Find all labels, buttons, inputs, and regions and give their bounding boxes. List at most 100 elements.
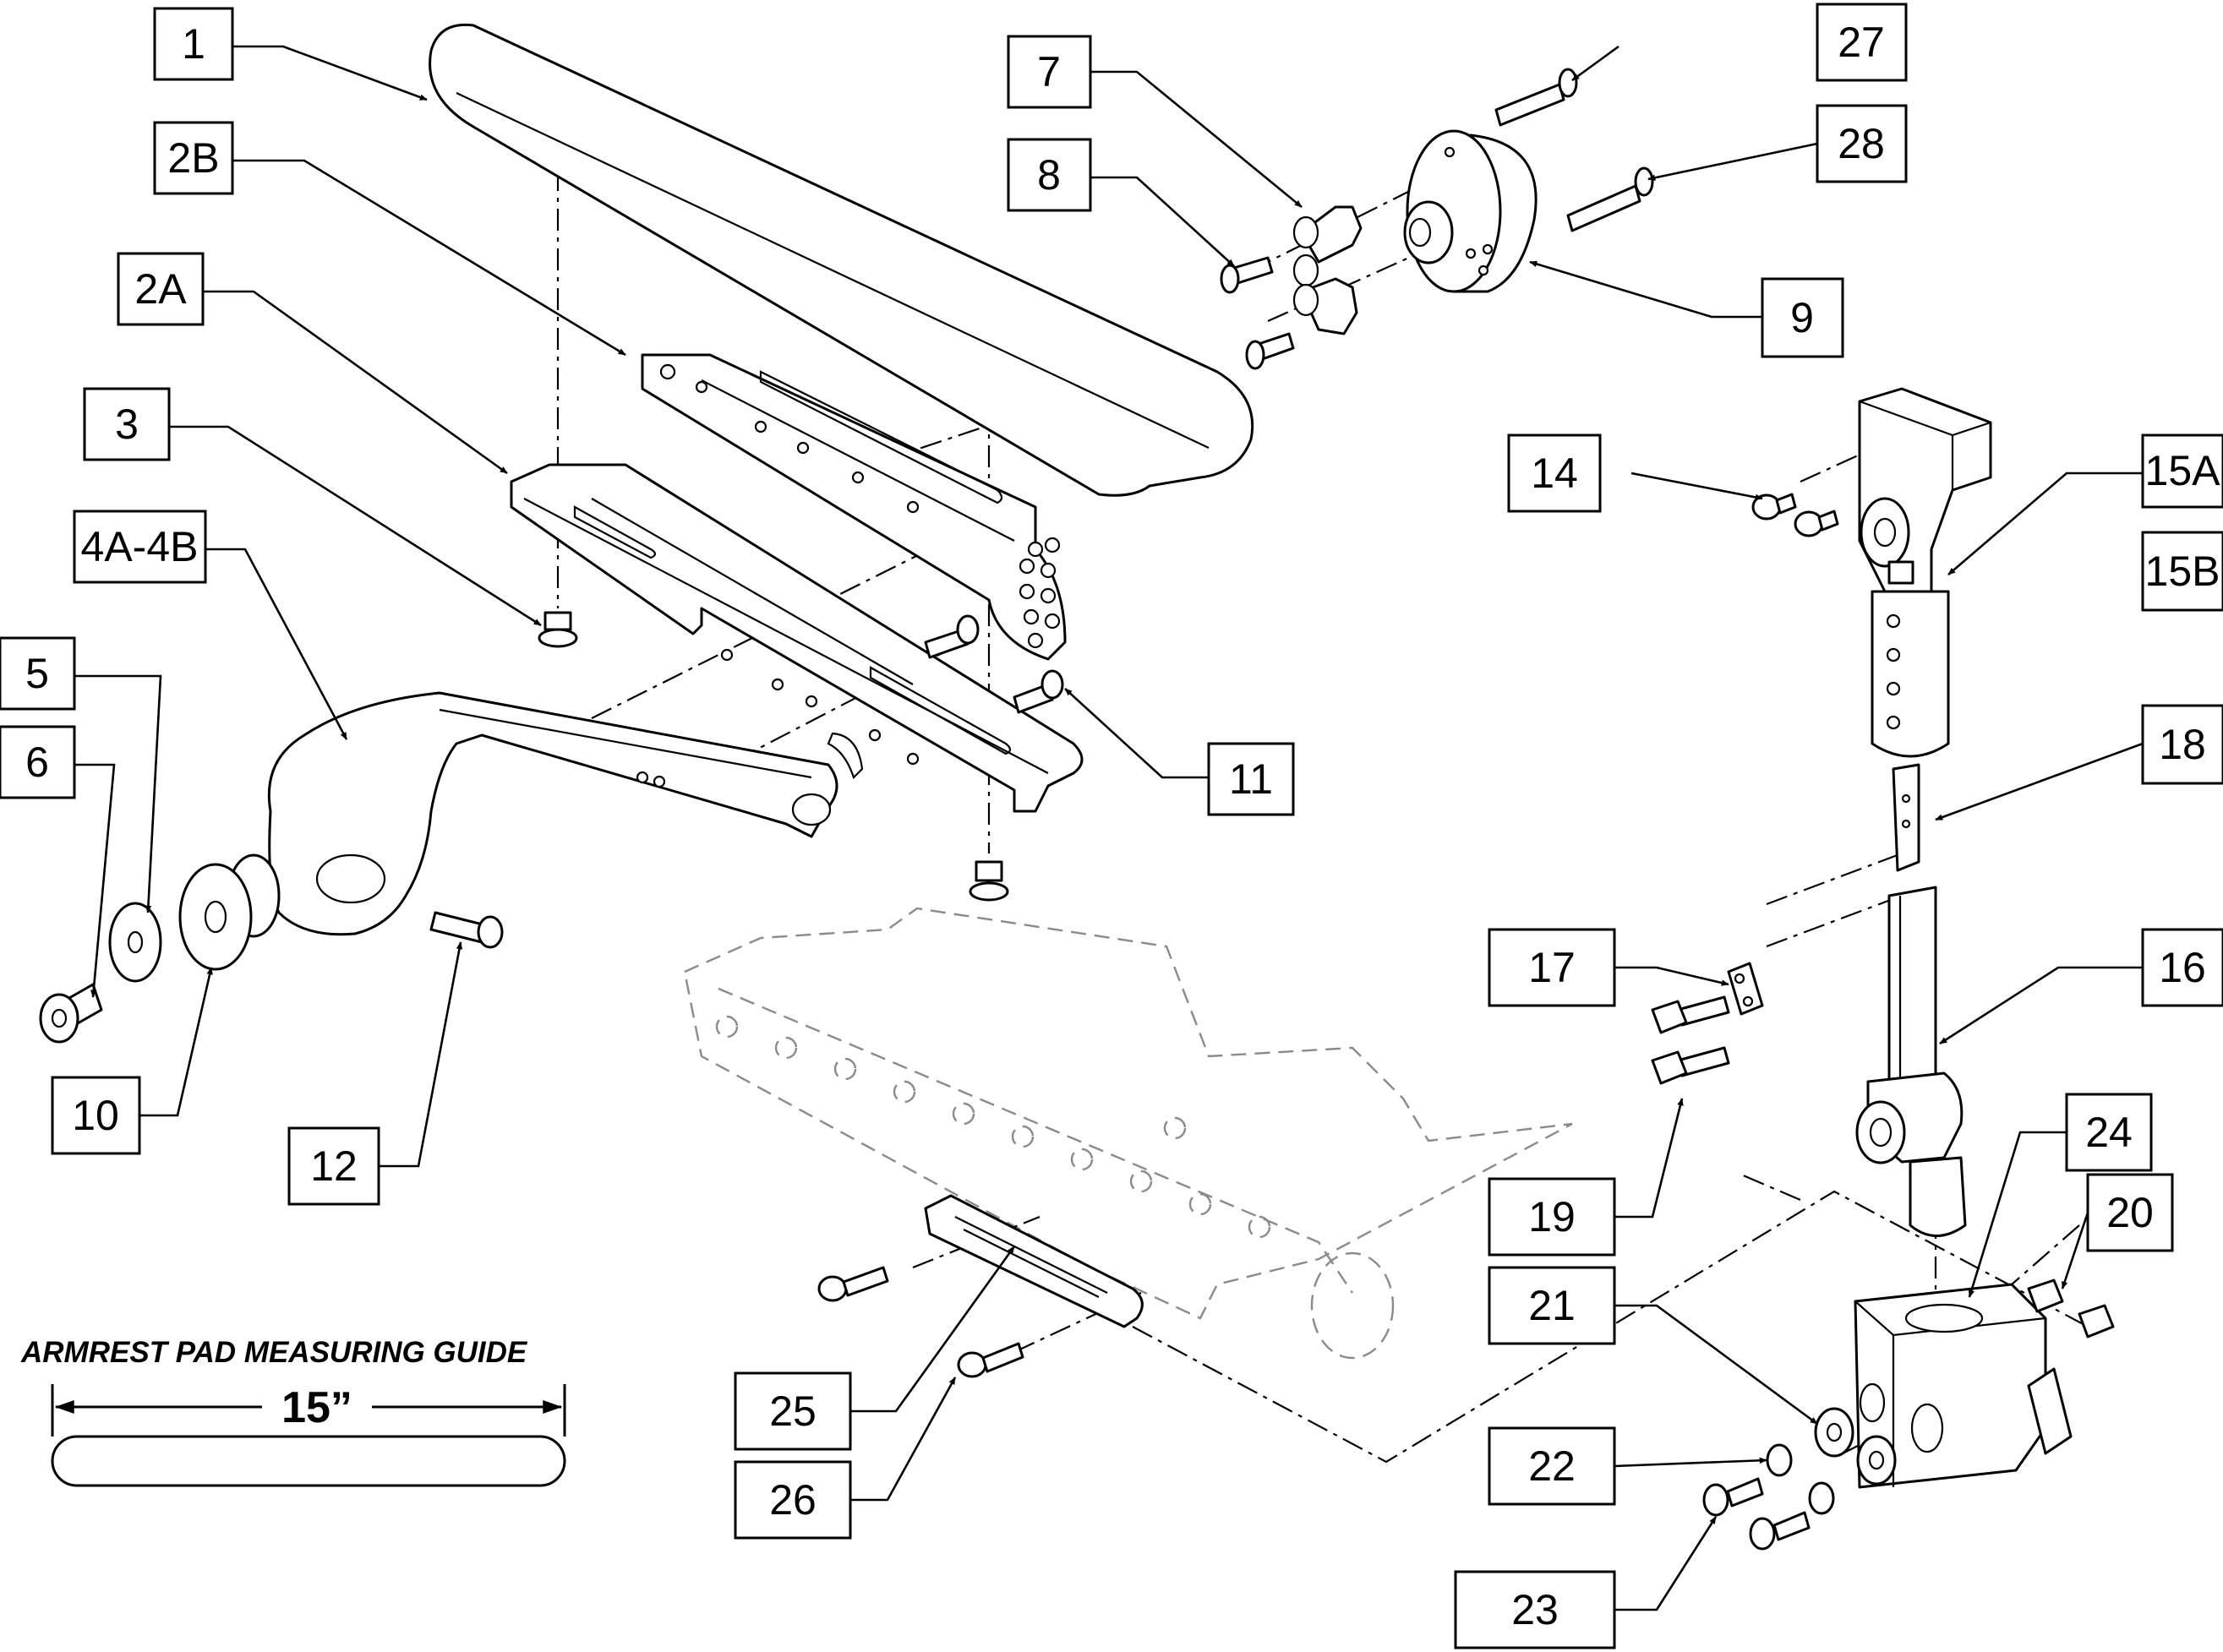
callout-7: 7 [1007,35,1092,109]
callout-26: 26 [734,1460,852,1540]
screw-26-lower [957,1342,1024,1378]
svg-text:25: 25 [769,1388,817,1435]
screw-bottom [969,860,1009,902]
svg-text:20: 20 [2106,1189,2154,1236]
slide-25 [924,1194,1144,1328]
svg-text:14: 14 [1531,450,1578,497]
svg-text:10: 10 [72,1092,119,1139]
guide-size: 15” [281,1383,352,1432]
clamp-block-24 [1854,1283,2073,1489]
callout-15a: 15A [2141,433,2223,509]
screw-27 [1494,68,1578,127]
slide-bracket-lower [510,463,1084,813]
svg-text:9: 9 [1790,294,1814,341]
callout-9: 9 [1761,277,1844,358]
callout-28: 28 [1816,104,1908,183]
svg-text:17: 17 [1528,944,1576,991]
callout-21: 21 [1488,1266,1616,1345]
svg-text:2B: 2B [167,134,219,182]
svg-text:22: 22 [1528,1442,1576,1490]
screw-23-b [1749,1511,1811,1551]
callout-8: 8 [1007,138,1092,212]
callout-2b: 2B [153,121,234,195]
svg-text:16: 16 [2159,944,2206,991]
callout-16: 16 [2141,928,2223,1007]
clip-20-a [2027,1279,2064,1313]
spacer-10 [178,853,281,971]
armrest-body [267,691,864,936]
measuring-guide: ARMREST PAD MEASURING GUIDE 15” [20,1336,566,1487]
bolt-19-lower [1651,1046,1730,1085]
callout-3: 3 [83,387,171,461]
callout-1: 1 [153,7,234,81]
screw-12 [429,911,504,949]
screw-23-a [1702,1477,1764,1517]
callout-12: 12 [287,1126,380,1206]
callout-27: 27 [1816,3,1908,82]
callout-4a-4b: 4A-4B [73,510,207,584]
callout-5: 5 [0,636,76,711]
callout-15b: 15B [2141,531,2223,612]
svg-text:7: 7 [1037,48,1061,95]
plate-17 [1727,962,1764,1016]
screw-14-upper [1751,493,1797,521]
svg-text:27: 27 [1838,19,1885,66]
callout-17: 17 [1488,928,1616,1007]
washer-22-a [1766,1443,1793,1477]
ghost-rail-holes [715,1015,1271,1239]
screw-14-lower [1794,510,1839,537]
callout-6: 6 [0,725,76,799]
svg-text:5: 5 [25,650,49,697]
bracket-hole-grid [1019,537,1061,649]
callout-14: 14 [1507,433,1602,513]
callout-18: 18 [2141,704,2223,785]
svg-text:6: 6 [25,739,49,786]
svg-text:12: 12 [310,1142,358,1190]
callout-24: 24 [2065,1093,2153,1172]
bushing-21-b [1856,1435,1897,1486]
svg-text:1: 1 [182,20,205,68]
insert-18 [1892,763,1920,872]
hub-9 [1403,129,1538,293]
slide-bracket-upper [641,353,1067,661]
svg-text:19: 19 [1528,1193,1576,1240]
svg-text:28: 28 [1838,120,1885,167]
svg-text:11: 11 [1229,755,1273,803]
screw-8-upper [1220,256,1274,294]
svg-text:21: 21 [1528,1282,1576,1329]
guide-title: ARMREST PAD MEASURING GUIDE [20,1336,528,1369]
washer-22-b [1808,1481,1835,1515]
guide-pad-outline [51,1435,566,1487]
svg-text:23: 23 [1511,1586,1559,1633]
washer-5 [108,902,162,983]
svg-text:3: 3 [115,401,139,448]
screw-3 [538,611,578,648]
callout-25: 25 [734,1371,852,1451]
callout-11: 11 [1207,742,1295,816]
mount-block-15a [1858,387,1992,758]
svg-text:15A: 15A [2145,447,2221,494]
post-16 [1855,886,1967,1237]
svg-text:26: 26 [769,1476,817,1524]
leader-lines [74,45,2144,1611]
screw-28 [1566,166,1654,232]
bolt-19-upper [1651,995,1730,1034]
svg-text:24: 24 [2085,1109,2133,1156]
bushing-21-a [1814,1407,1854,1458]
screw-11-lower [1013,669,1064,714]
screw-26-upper [817,1266,889,1302]
svg-text:15B: 15B [2145,548,2220,595]
svg-text:18: 18 [2159,721,2206,768]
svg-text:2A: 2A [134,265,187,313]
callout-20: 20 [2086,1173,2174,1252]
svg-text:4A-4B: 4A-4B [81,523,199,570]
screw-8-lower [1245,332,1295,370]
svg-text:8: 8 [1037,151,1061,199]
armrest-pad [429,23,1254,497]
screw-11-upper [924,614,980,659]
ghost-seat-rail [683,907,1573,1360]
callout-10: 10 [51,1076,141,1155]
callout-19: 19 [1488,1177,1616,1257]
callout-22: 22 [1488,1426,1616,1506]
